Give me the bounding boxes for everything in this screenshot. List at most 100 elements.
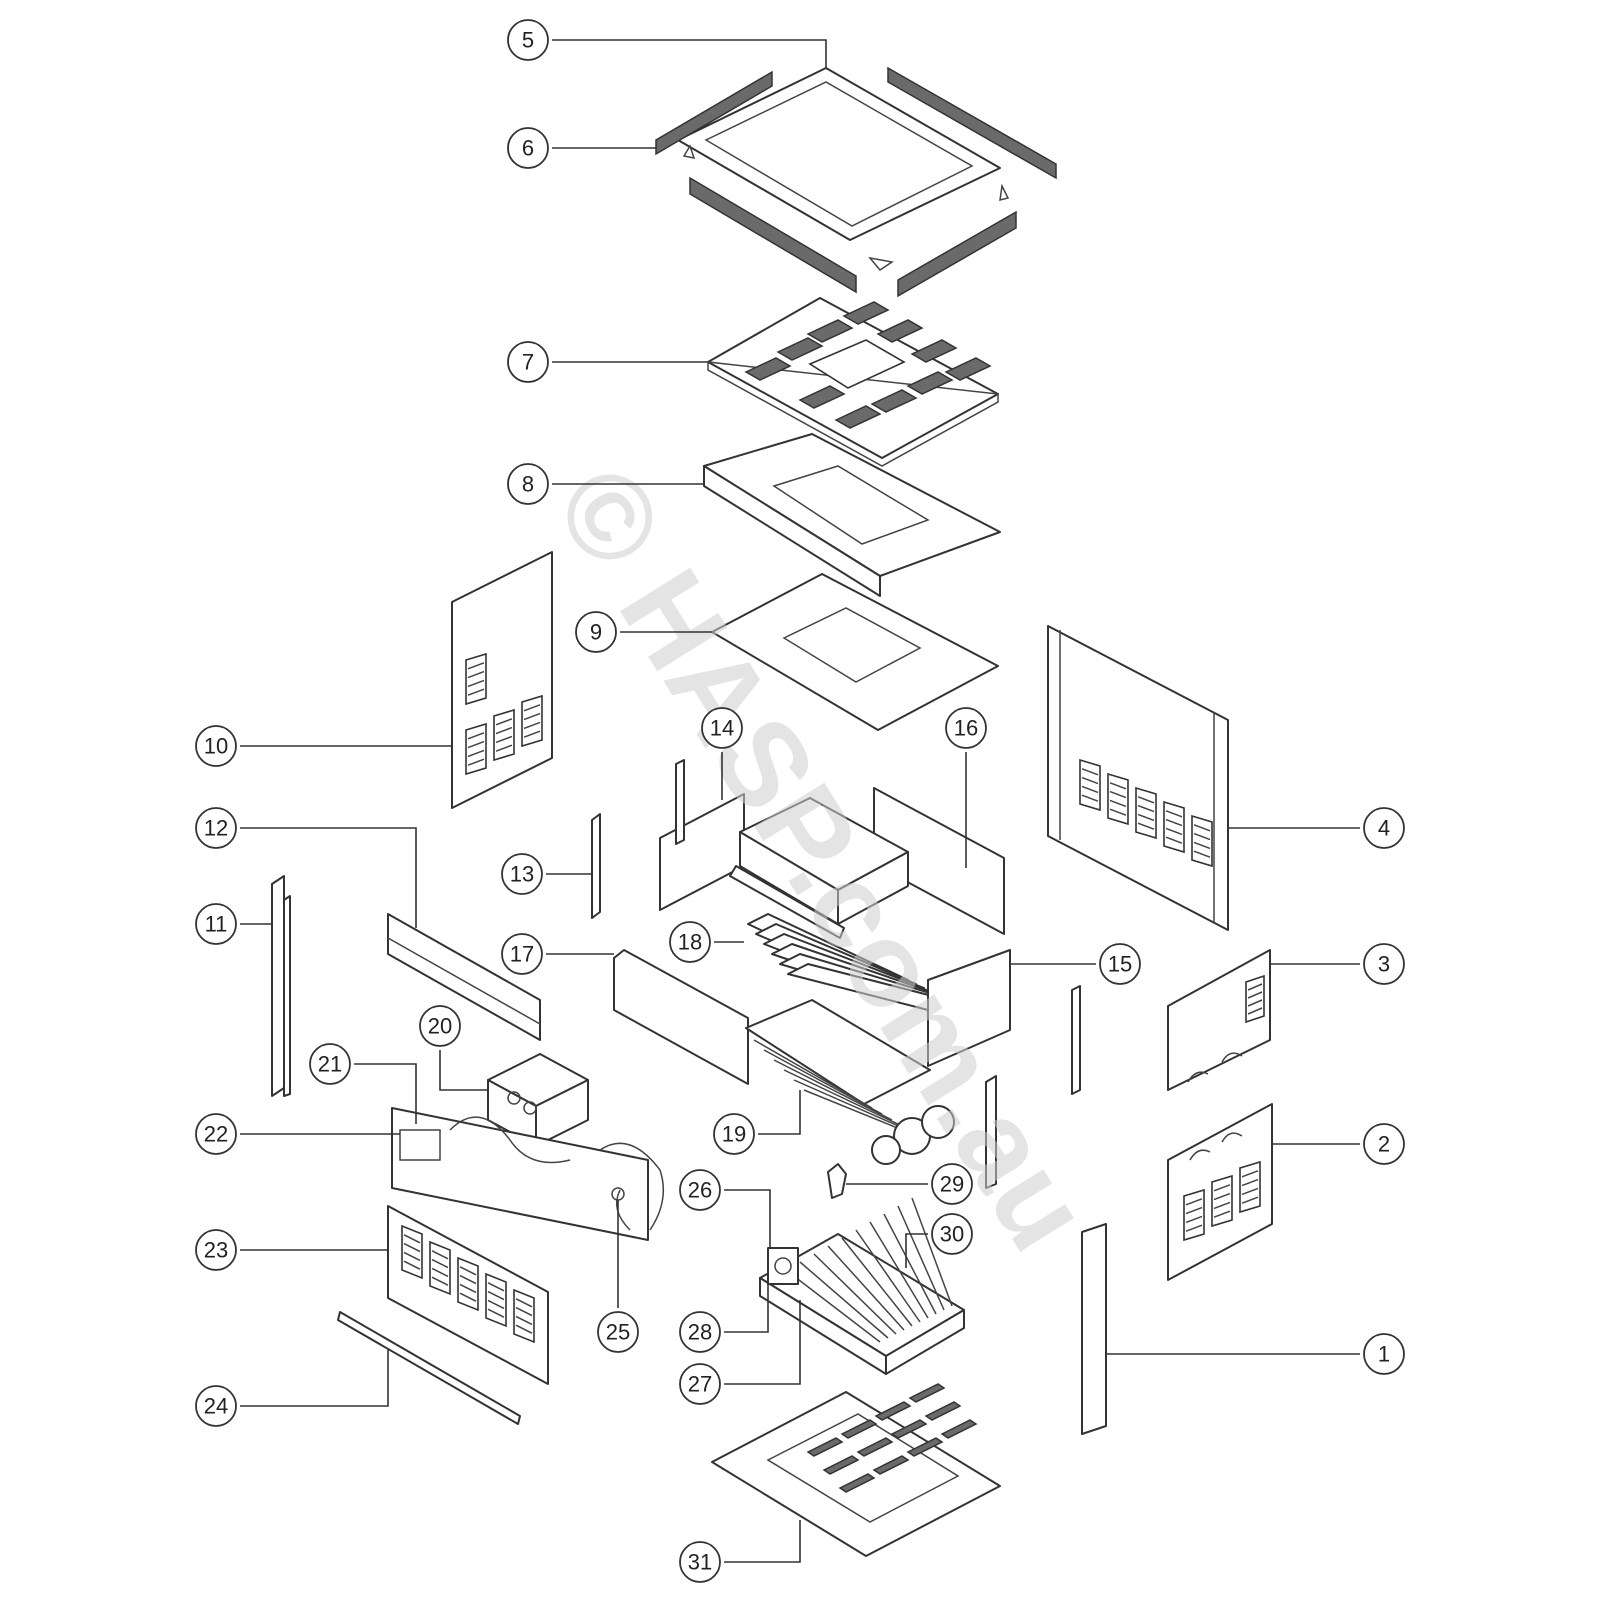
- part-23-vents: [401, 1224, 535, 1344]
- vent-louver: [487, 1308, 505, 1318]
- vent-louver: [467, 749, 485, 758]
- leader-12: [240, 827, 417, 928]
- vent-louver: [467, 740, 485, 749]
- callout-30: 30: [931, 1213, 973, 1255]
- callout-29: 29: [931, 1163, 973, 1205]
- vent-slot: [465, 652, 487, 706]
- callout-ring: [931, 1163, 973, 1205]
- callout-label: 17: [510, 942, 534, 967]
- callout-ring: [945, 707, 987, 749]
- leader-28: [724, 1284, 769, 1333]
- vent-louver: [523, 730, 541, 738]
- callout-27: 27: [679, 1363, 721, 1405]
- callout-label: 28: [688, 1320, 712, 1345]
- callout-ring: [679, 1541, 721, 1583]
- part-12-front-rail: [387, 913, 541, 1041]
- vent-louver: [431, 1276, 449, 1286]
- part-7-vented-top: [707, 297, 999, 467]
- callout-3: 3: [1363, 943, 1405, 985]
- callout-label: 18: [678, 930, 702, 955]
- vent-louver: [523, 721, 541, 730]
- part-6-louver-panels: [655, 66, 1057, 298]
- callout-ring: [507, 19, 549, 61]
- base-vent: [838, 1473, 876, 1493]
- vent-grille: [806, 319, 854, 343]
- callout-ring: [1363, 1123, 1405, 1165]
- vent-grille: [910, 339, 958, 363]
- callout-ring: [575, 611, 617, 653]
- callout-ring: [195, 725, 237, 767]
- part-10-vents: [465, 652, 543, 776]
- leader-21: [354, 1063, 417, 1124]
- burner-tube: [869, 1221, 929, 1319]
- callout-label: 7: [522, 350, 534, 375]
- vent-slot: [1245, 974, 1265, 1024]
- part-4-right-panel: [1047, 625, 1229, 931]
- vent-louver: [1213, 1184, 1231, 1192]
- callout-label: 12: [204, 816, 228, 841]
- burner-tube: [827, 1245, 905, 1331]
- vent-grille: [876, 319, 924, 343]
- callout-label: 9: [590, 620, 602, 645]
- callout-2: 2: [1363, 1123, 1405, 1165]
- vent-slot: [1079, 758, 1101, 812]
- vent-louver: [1109, 799, 1127, 808]
- vent-louver: [459, 1266, 477, 1276]
- part-17-front-plate: [613, 949, 749, 1085]
- vent-grille: [744, 357, 792, 381]
- callout-ring: [679, 1311, 721, 1353]
- vent-louver: [467, 688, 485, 696]
- callout-20: 20: [419, 1005, 461, 1047]
- callout-label: 6: [522, 136, 534, 161]
- vent-louver: [403, 1260, 421, 1270]
- callout-9: 9: [575, 611, 617, 653]
- vent-louver: [467, 679, 485, 688]
- callout-label: 25: [606, 1320, 630, 1345]
- callout-label: 10: [204, 734, 228, 759]
- vent-grille: [944, 357, 992, 381]
- burner-tube: [855, 1229, 921, 1323]
- callout-25: 25: [597, 1311, 639, 1353]
- part-31-base-pan: [711, 1383, 1001, 1557]
- vent-grille: [834, 405, 882, 429]
- vent-louver: [1185, 1206, 1203, 1215]
- leader-20: [439, 1050, 488, 1091]
- callout-19: 19: [713, 1113, 755, 1155]
- base-vent: [822, 1455, 860, 1475]
- vent-louver: [431, 1267, 449, 1278]
- vent-slot: [465, 722, 487, 776]
- part-7-vent-grilles: [744, 301, 992, 429]
- callout-15: 15: [1099, 943, 1141, 985]
- callout-ring: [1363, 1333, 1405, 1375]
- vent-grille: [776, 337, 824, 361]
- callout-label: 1: [1378, 1342, 1390, 1367]
- vent-louver: [467, 758, 485, 766]
- callout-ring: [597, 1311, 639, 1353]
- callout-label: 22: [204, 1122, 228, 1147]
- vent-slot: [1191, 814, 1213, 868]
- part-23-front-panel: [387, 1205, 549, 1385]
- part-3-lower-right-panel: [1167, 949, 1271, 1091]
- vent-louver: [515, 1306, 533, 1317]
- vent-grille: [870, 389, 918, 413]
- vent-grille: [798, 385, 846, 409]
- part-19-manifold: [745, 999, 955, 1165]
- vent-louver: [1247, 983, 1263, 991]
- callout-label: 27: [688, 1372, 712, 1397]
- callout-13: 13: [501, 853, 543, 895]
- part-5-top-cover: [677, 67, 1010, 271]
- callout-10: 10: [195, 725, 237, 767]
- leader-31: [724, 1520, 801, 1563]
- part-20-control-box: [487, 1053, 589, 1147]
- part-30-burners: [785, 1197, 953, 1343]
- callout-ring: [507, 127, 549, 169]
- callout-label: 8: [522, 472, 534, 497]
- callout-label: 19: [722, 1122, 746, 1147]
- callout-21: 21: [309, 1043, 351, 1085]
- leader-24: [240, 1350, 389, 1407]
- vent-louver: [1109, 790, 1127, 799]
- part-29-igniter: [827, 1163, 847, 1199]
- vent-louver: [467, 662, 485, 670]
